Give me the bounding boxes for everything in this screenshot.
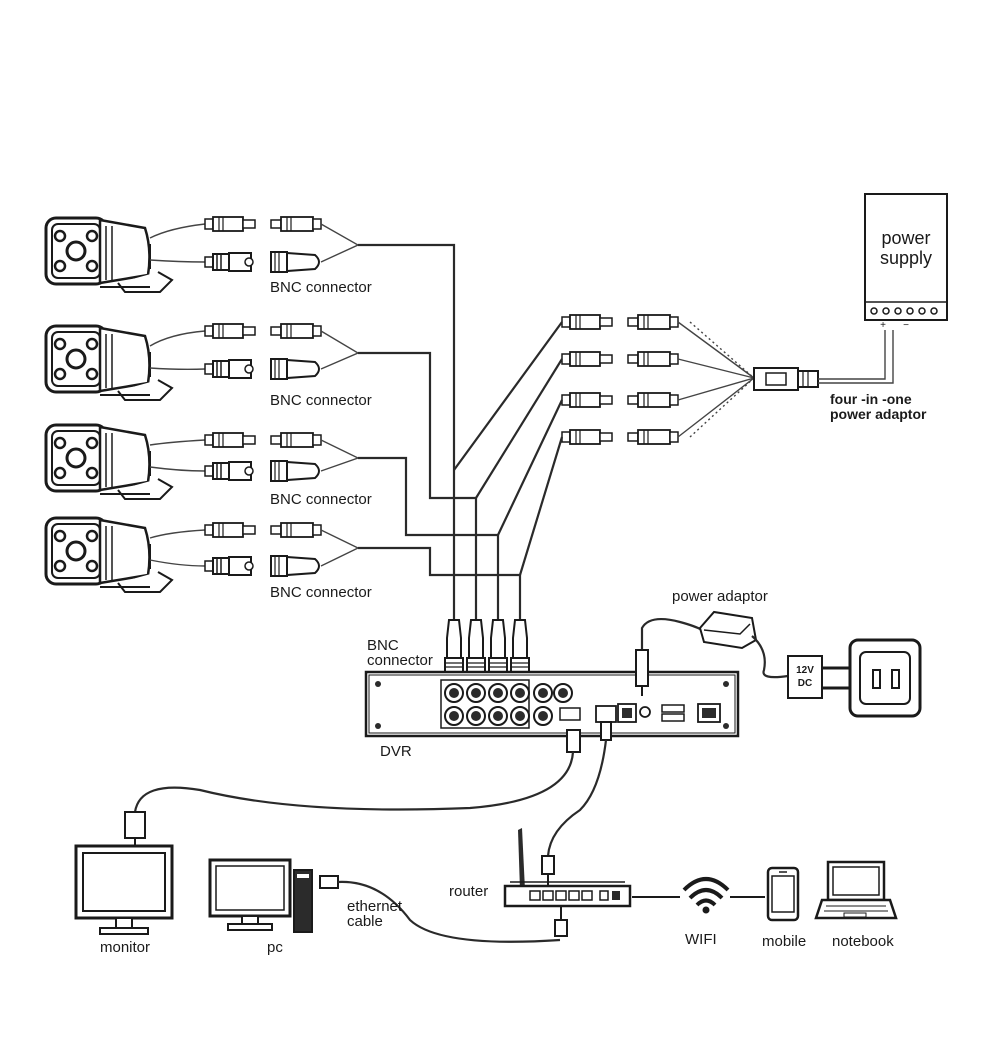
pc-icon: [208, 858, 313, 933]
splitter-output-connectors: [561, 314, 679, 445]
camera-2: [44, 324, 174, 402]
vga-cable: [124, 729, 581, 846]
dvr-lan-cable: [541, 721, 612, 875]
wifi-label: WIFI: [685, 931, 717, 948]
plus-symbol: +: [880, 320, 886, 331]
bnc-connector-label-4: BNC connector: [270, 584, 372, 601]
four-in-one-label-1: four -in -one: [830, 391, 912, 407]
router-label: router: [449, 883, 488, 900]
pc-ethernet-cable: [319, 875, 568, 943]
notebook-label: notebook: [832, 933, 894, 950]
bnc-connector-label-1: BNC connector: [270, 279, 372, 296]
router: [503, 828, 680, 920]
bnc-connector-label-3: BNC connector: [270, 491, 372, 508]
ethernet-cable-label-2: cable: [347, 913, 383, 930]
adaptor-rating-1: 12V: [796, 665, 814, 676]
wall-socket: [848, 638, 922, 718]
four-in-one-label-2: power adaptor: [830, 406, 927, 422]
wifi-icon: [682, 877, 765, 914]
dvr-bnc-label-2: connector: [367, 652, 433, 669]
dvr-bnc-plugs: [444, 619, 530, 679]
ethernet-cable-label-1: ethernet: [347, 898, 403, 915]
four-in-one-adaptor: [753, 330, 894, 391]
lan-port: [595, 705, 617, 723]
adaptor-rating-2: DC: [798, 678, 812, 689]
camera-cables: [149, 223, 206, 567]
power-adaptor-label: power adaptor: [672, 588, 768, 605]
camera-3: [44, 423, 174, 501]
pc-label: pc: [267, 939, 283, 956]
power-supply: power supply + −: [864, 193, 948, 331]
dvr-power-adaptor: 12V DC: [635, 610, 850, 699]
bnc-connector-label-2: BNC connector: [270, 392, 372, 409]
dvr: [364, 670, 740, 738]
splitter-power-wires: [453, 321, 755, 576]
mobile-label: mobile: [762, 933, 806, 950]
monitor-label: monitor: [100, 939, 150, 956]
video-wires: [358, 243, 522, 620]
power-supply-label-2: supply: [880, 248, 932, 268]
camera-4: [44, 516, 174, 594]
power-supply-label-1: power: [881, 228, 930, 248]
dvr-label: DVR: [380, 743, 412, 760]
monitor-icon: [74, 844, 174, 935]
notebook-icon: [814, 860, 898, 920]
dvr-bnc-label-1: BNC: [367, 637, 399, 654]
vga-port: [559, 707, 581, 721]
minus-symbol: −: [903, 320, 909, 331]
mobile-icon: [766, 866, 800, 922]
camera-1: [44, 216, 174, 294]
